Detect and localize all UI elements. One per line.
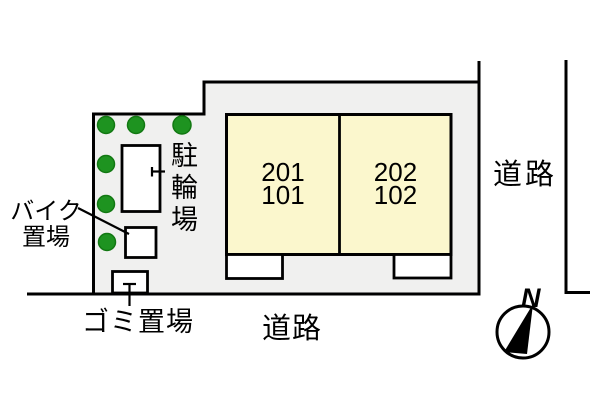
tree-icon	[96, 154, 116, 174]
road-right-line	[564, 60, 590, 294]
unit-upper-number: 201	[261, 157, 305, 187]
compass-north-label: N	[521, 283, 541, 313]
garbage-area-label: ゴミ置場	[82, 307, 194, 337]
bike-parking-label-line1: バイク	[10, 198, 82, 225]
tree-icon	[172, 115, 192, 135]
compass-icon	[495, 304, 551, 360]
tree-icon	[97, 232, 117, 252]
bike-parking-box	[124, 226, 158, 259]
tree-icon	[96, 194, 116, 214]
unit-upper-number: 202	[373, 157, 418, 187]
road-bottom-label: 道路	[262, 313, 323, 345]
bicycle-parking-label: 駐輪場	[167, 141, 197, 237]
bike-parking-label-line2: 置場	[22, 224, 70, 251]
unit-label-202-102: 202 102	[340, 114, 451, 254]
unit-lower-number: 101	[261, 180, 305, 210]
compass-needle-icon	[504, 304, 533, 354]
unit-label-201-101: 201 101	[227, 114, 339, 254]
road-right-label: 道路	[493, 159, 558, 191]
bike-parking-label: バイク 置場	[0, 199, 92, 251]
tree-icon	[126, 115, 146, 135]
bicycle-parking-box	[120, 144, 162, 213]
tree-icon	[96, 115, 116, 135]
unit-lower-number: 102	[373, 180, 418, 210]
tree-icons	[96, 115, 192, 252]
porch-right	[392, 253, 453, 280]
porch-left	[225, 253, 284, 280]
bike-leader-line	[77, 207, 130, 235]
